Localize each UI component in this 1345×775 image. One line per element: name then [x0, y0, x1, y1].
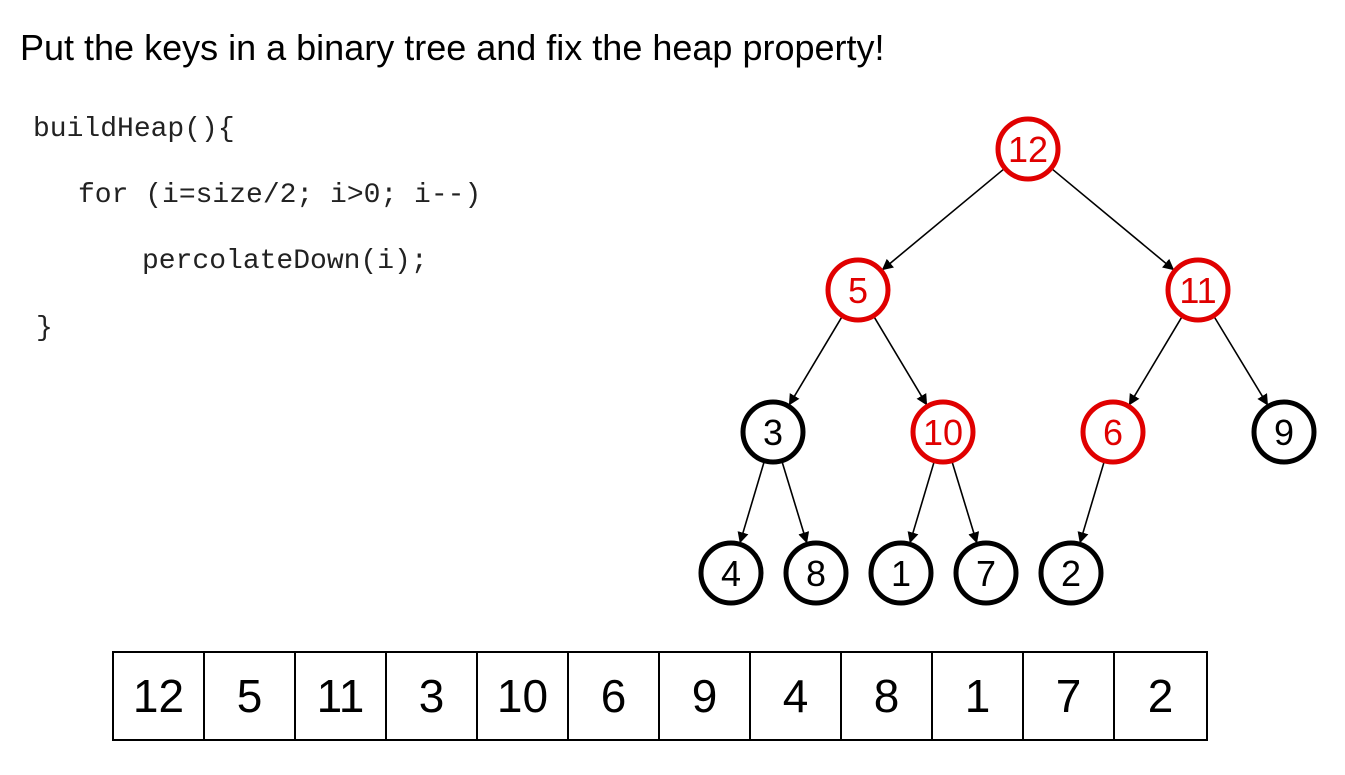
tree-node-label: 4 [721, 553, 741, 594]
tree-node-9: 9 [1251, 399, 1317, 465]
tree-edge-2-5 [873, 317, 928, 406]
heap-array-cell: 12 [114, 651, 205, 741]
tree-node-label: 10 [923, 412, 963, 453]
tree-node-label: 2 [1061, 553, 1081, 594]
heap-array-cell: 9 [660, 651, 751, 741]
heap-array-cell: 8 [842, 651, 933, 741]
tree-node-10: 10 [910, 399, 976, 465]
heap-array-cell: 3 [387, 651, 478, 741]
tree-node-label: 12 [1008, 129, 1048, 170]
tree-node-label: 7 [976, 553, 996, 594]
tree-node-6: 6 [1080, 399, 1146, 465]
heap-array-cell: 7 [1024, 651, 1115, 741]
tree-edge-5-10 [907, 462, 935, 544]
tree-edge-2-4 [788, 317, 843, 406]
tree-node-label: 5 [848, 270, 868, 311]
tree-node-label: 3 [763, 412, 783, 453]
heap-array-cell: 2 [1115, 651, 1208, 741]
tree-node-circle [1080, 399, 1146, 465]
tree-node-label: 11 [1179, 270, 1216, 311]
heap-array-cell: 4 [751, 651, 842, 741]
tree-node-1: 1 [868, 540, 934, 606]
binary-tree-diagram: 12 5 11 3 10 6 9 4 8 1 7 2 [698, 116, 1317, 606]
tree-nodes: 12 5 11 3 10 6 9 4 8 1 7 2 [698, 116, 1317, 606]
heap-array-cell: 11 [296, 651, 387, 741]
tree-edge-6-12 [1077, 462, 1105, 544]
tree-edge-4-9 [781, 462, 810, 544]
tree-node-circle [1165, 257, 1231, 323]
tree-node-circle [868, 540, 934, 606]
tree-node-12: 12 [995, 116, 1061, 182]
heap-array-cell: 1 [933, 651, 1024, 741]
heap-array-cell: 5 [205, 651, 296, 741]
tree-node-11: 11 [1165, 257, 1231, 323]
tree-node-label: 8 [806, 553, 826, 594]
slide-title: Put the keys in a binary tree and fix th… [20, 27, 885, 68]
tree-edge-4-8 [737, 462, 765, 544]
tree-node-3: 3 [740, 399, 806, 465]
tree-node-circle [740, 399, 806, 465]
code-line-1: buildHeap(){ [33, 114, 235, 145]
tree-node-label: 6 [1103, 412, 1123, 453]
code-line-4: } [36, 313, 53, 344]
tree-edges [737, 168, 1269, 544]
code-line-2: for (i=size/2; i>0; i--) [78, 180, 482, 211]
tree-edge-3-7 [1213, 316, 1269, 406]
tree-node-circle [995, 116, 1061, 182]
tree-node-circle [825, 257, 891, 323]
tree-edge-1-3 [1052, 168, 1175, 271]
tree-node-label: 9 [1274, 412, 1294, 453]
code-line-3: percolateDown(i); [142, 246, 428, 277]
tree-node-label: 1 [891, 553, 911, 594]
tree-node-circle [783, 540, 849, 606]
tree-edge-1-2 [881, 168, 1004, 271]
tree-node-circle [910, 399, 976, 465]
tree-node-circle [698, 540, 764, 606]
tree-node-circle [1038, 540, 1104, 606]
tree-node-2: 2 [1038, 540, 1104, 606]
tree-node-circle [1251, 399, 1317, 465]
tree-node-5: 5 [825, 257, 891, 323]
tree-edge-5-11 [951, 462, 980, 544]
tree-node-circle [953, 540, 1019, 606]
tree-edge-3-6 [1128, 317, 1183, 406]
tree-node-4: 4 [698, 540, 764, 606]
tree-node-7: 7 [953, 540, 1019, 606]
heap-array-cell: 6 [569, 651, 660, 741]
heap-array-cell: 10 [478, 651, 569, 741]
tree-node-8: 8 [783, 540, 849, 606]
